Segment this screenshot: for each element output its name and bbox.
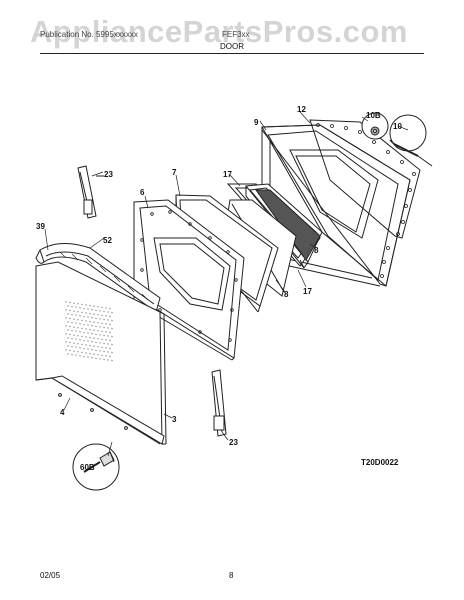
publication-number: Publication No. 5995xxxxxx [40,30,138,39]
label-10b: 10B [366,111,381,120]
part-23-upper-hinge [77,165,104,219]
label-17-lower: 17 [303,287,312,296]
label-23-lower: 23 [229,438,238,447]
label-9: 9 [254,118,259,127]
part-labels: 12 9 10B 10 23 7 17 6 39 52 8 8 17 3 4 2… [36,105,402,472]
section-title: DOOR [220,42,244,51]
footer-page: 8 [229,571,234,580]
label-6: 6 [140,188,145,197]
part-10-callout [389,114,433,167]
label-7: 7 [172,168,177,177]
label-4: 4 [60,408,65,417]
part-10b-callout [361,112,389,140]
part-4-bottom-trim [50,375,165,445]
label-52: 52 [103,236,112,245]
label-8-lower: 8 [284,290,289,299]
part-12-rear-panel [309,119,421,278]
label-3: 3 [172,415,177,424]
model-number: FEF3xx [222,30,250,39]
label-12: 12 [297,105,306,114]
part-60b-callout [72,443,120,491]
outer-panel-texture [65,301,113,362]
part-23-lower-hinge [211,369,227,437]
part-6-door-frame [133,199,245,361]
label-17-upper: 17 [223,170,232,179]
header-divider [40,53,424,54]
label-39: 39 [36,222,45,231]
footer-date: 02/05 [40,571,61,580]
label-8-right: 8 [314,246,319,255]
part-3-outer-door-panel [35,261,167,445]
diagram-code: T20D0022 [361,458,399,467]
label-10: 10 [393,122,402,131]
label-23-upper: 23 [104,170,113,179]
label-60b: 60B [80,463,95,472]
watermark: AppliancePartsPros.com [30,14,408,49]
